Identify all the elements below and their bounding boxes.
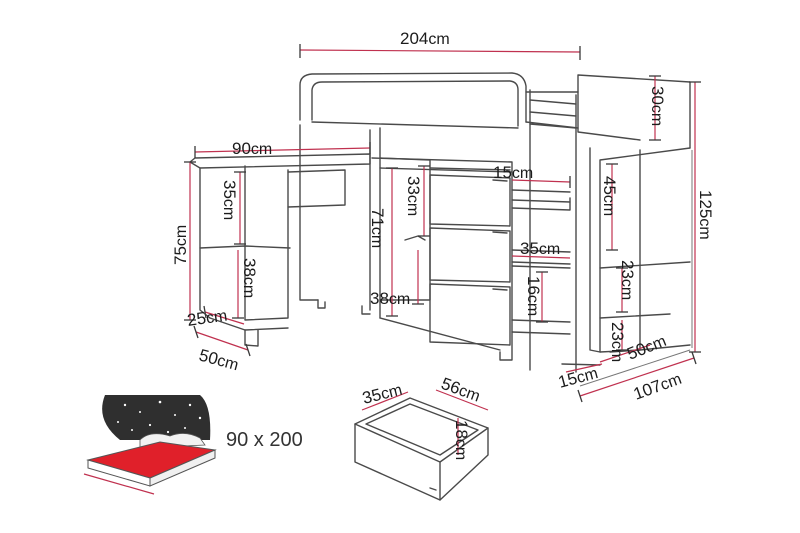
label-drawer-h: 18cm (452, 420, 471, 460)
mattress-icon: 90 x 200 (83, 395, 303, 495)
dim-line-25 (204, 311, 245, 325)
loft-bed-outline (189, 72, 693, 387)
dim-line-drawer-w (361, 391, 409, 411)
dim-line-drawer-d (435, 389, 489, 411)
label-desk-bottom: 25cm (186, 306, 229, 330)
label-top-rail: 30cm (648, 86, 667, 126)
dim-line-15-foot (565, 363, 603, 373)
mattress-size-label: 90 x 200 (226, 429, 303, 451)
label-height-total: 125cm (696, 190, 715, 240)
dim-line-50-tower (599, 344, 651, 363)
label-cab-full: 71cm (368, 208, 387, 248)
label-side-upper: 23cm (618, 260, 637, 300)
dimension-labels: 204cm 30cm 125cm 107cm 90cm 75cm 50cm 35… (171, 29, 715, 404)
label-desk-shelf-h: 38cm (240, 258, 259, 298)
drawer-detail: 35cm 56cm 18cm (354, 374, 489, 501)
stars-icon (117, 400, 202, 434)
dim-line-204 (299, 49, 581, 53)
label-cab-bottom: 38cm (370, 289, 410, 308)
label-side-lower: 23cm (608, 322, 627, 362)
label-desk-height: 75cm (171, 225, 190, 265)
label-step-mid: 16cm (524, 276, 543, 316)
label-desk-depth: 50cm (197, 346, 241, 375)
label-width-total: 204cm (400, 29, 450, 48)
label-step-shelf: 35cm (520, 239, 560, 258)
label-drawer-d: 56cm (439, 374, 483, 406)
dimension-lines (184, 44, 701, 403)
dim-line-35-step (511, 255, 571, 259)
label-step-top: 45cm (600, 176, 619, 216)
label-desk-drawer-h: 35cm (220, 180, 239, 220)
label-drawer-w: 35cm (360, 380, 404, 408)
dim-line-15-step (511, 179, 571, 183)
label-depth-total: 107cm (631, 369, 684, 404)
night-sky-icon (102, 395, 211, 440)
label-step-depth: 15cm (493, 163, 533, 182)
dim-line-90 (194, 147, 371, 153)
mattress-dim-line (83, 473, 155, 495)
label-desk-width: 90cm (232, 139, 272, 158)
dim-line-50-desk (195, 331, 249, 351)
label-foot: 15cm (556, 363, 600, 392)
label-cab-top: 33cm (404, 176, 423, 216)
dim-line-107 (579, 357, 695, 397)
